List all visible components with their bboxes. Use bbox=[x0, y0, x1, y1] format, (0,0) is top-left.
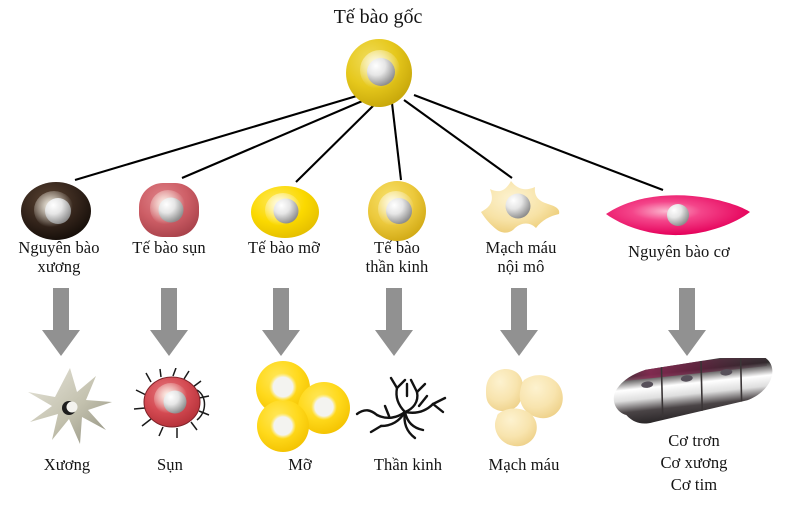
myoblast-cell[interactable] bbox=[604, 192, 752, 243]
fat-vacuole-b bbox=[311, 394, 337, 420]
arrow-vessel bbox=[500, 288, 538, 356]
muscle-nuclei bbox=[641, 369, 733, 388]
nerve-tissue[interactable] bbox=[355, 362, 461, 455]
fat-tissue-label: Mỡ bbox=[288, 455, 312, 474]
muscle-striations bbox=[660, 354, 743, 418]
arrow-fat bbox=[262, 288, 300, 356]
fat-tissue[interactable] bbox=[250, 360, 354, 457]
edge-to-osteoblast bbox=[74, 93, 361, 182]
osteoblast-label: Nguyên bào xương bbox=[18, 238, 100, 276]
osteoblast-cell[interactable] bbox=[20, 180, 92, 247]
arrow-cartilage bbox=[150, 288, 188, 356]
adipocyte-nucleus bbox=[273, 198, 299, 224]
cartilage-spikes bbox=[133, 367, 210, 438]
edge-to-adipocyte bbox=[295, 101, 378, 183]
cartilage-tissue-nucleus bbox=[163, 390, 187, 414]
endothelial-nucleus bbox=[505, 193, 531, 219]
adipocyte-cell[interactable] bbox=[250, 184, 320, 245]
blood-vessel-tissue[interactable] bbox=[478, 362, 570, 457]
muscle-band-stripe bbox=[611, 354, 767, 383]
endothelial-cell[interactable] bbox=[478, 176, 562, 247]
arrow-muscle bbox=[668, 288, 706, 356]
nerve-tissue-label: Thần kinh bbox=[373, 455, 443, 474]
neuron-progenitor-label: Tế bào thần kinh bbox=[365, 238, 429, 276]
chondrocyte-label: Tế bào sụn bbox=[132, 238, 206, 257]
adipocyte-label: Tế bào mỡ bbox=[248, 238, 320, 257]
cartilage-tissue[interactable] bbox=[131, 367, 213, 447]
neuron-progenitor-nucleus bbox=[386, 198, 412, 224]
chondrocyte-cell[interactable] bbox=[137, 180, 201, 245]
arrow-nerve bbox=[375, 288, 413, 356]
endothelial-label: Mạch máu nội mô bbox=[485, 238, 557, 276]
fat-vacuole-c bbox=[270, 413, 296, 439]
cartilage-tissue-label: Sụn bbox=[157, 455, 183, 474]
bone-tissue[interactable] bbox=[22, 362, 118, 453]
myoblast-label: Nguyên bào cơ bbox=[628, 242, 730, 261]
arrow-bone bbox=[42, 288, 80, 356]
chondrocyte-nucleus bbox=[158, 197, 184, 223]
bone-tissue-nucleus-highlight bbox=[66, 401, 78, 413]
myoblast-nucleus bbox=[667, 204, 689, 226]
page-title: Tế bào gốc bbox=[333, 6, 423, 28]
neuron-progenitor-cell[interactable] bbox=[366, 180, 428, 247]
edge-to-chondrocyte bbox=[181, 98, 368, 179]
edge-to-endothelial bbox=[403, 99, 513, 179]
muscle-tissue[interactable] bbox=[604, 353, 780, 435]
edge-to-neuron bbox=[390, 102, 403, 181]
vessel-cell-a bbox=[486, 368, 524, 412]
vessel-cell-c bbox=[494, 408, 537, 447]
nerve-tissue-body bbox=[355, 376, 447, 440]
blood-vessel-tissue-label: Mạch máu bbox=[488, 455, 560, 474]
fat-vacuole-a bbox=[269, 373, 297, 401]
stem-cell[interactable] bbox=[340, 34, 418, 117]
osteoblast-nucleus bbox=[45, 198, 71, 224]
muscle-tissue-label: Cơ trơn Cơ xương Cơ tim bbox=[660, 431, 728, 494]
stem-cell-nucleus bbox=[367, 58, 395, 86]
edge-to-myoblast bbox=[413, 94, 664, 191]
vessel-cell-b bbox=[519, 375, 563, 419]
bone-tissue-label: Xương bbox=[43, 455, 91, 474]
